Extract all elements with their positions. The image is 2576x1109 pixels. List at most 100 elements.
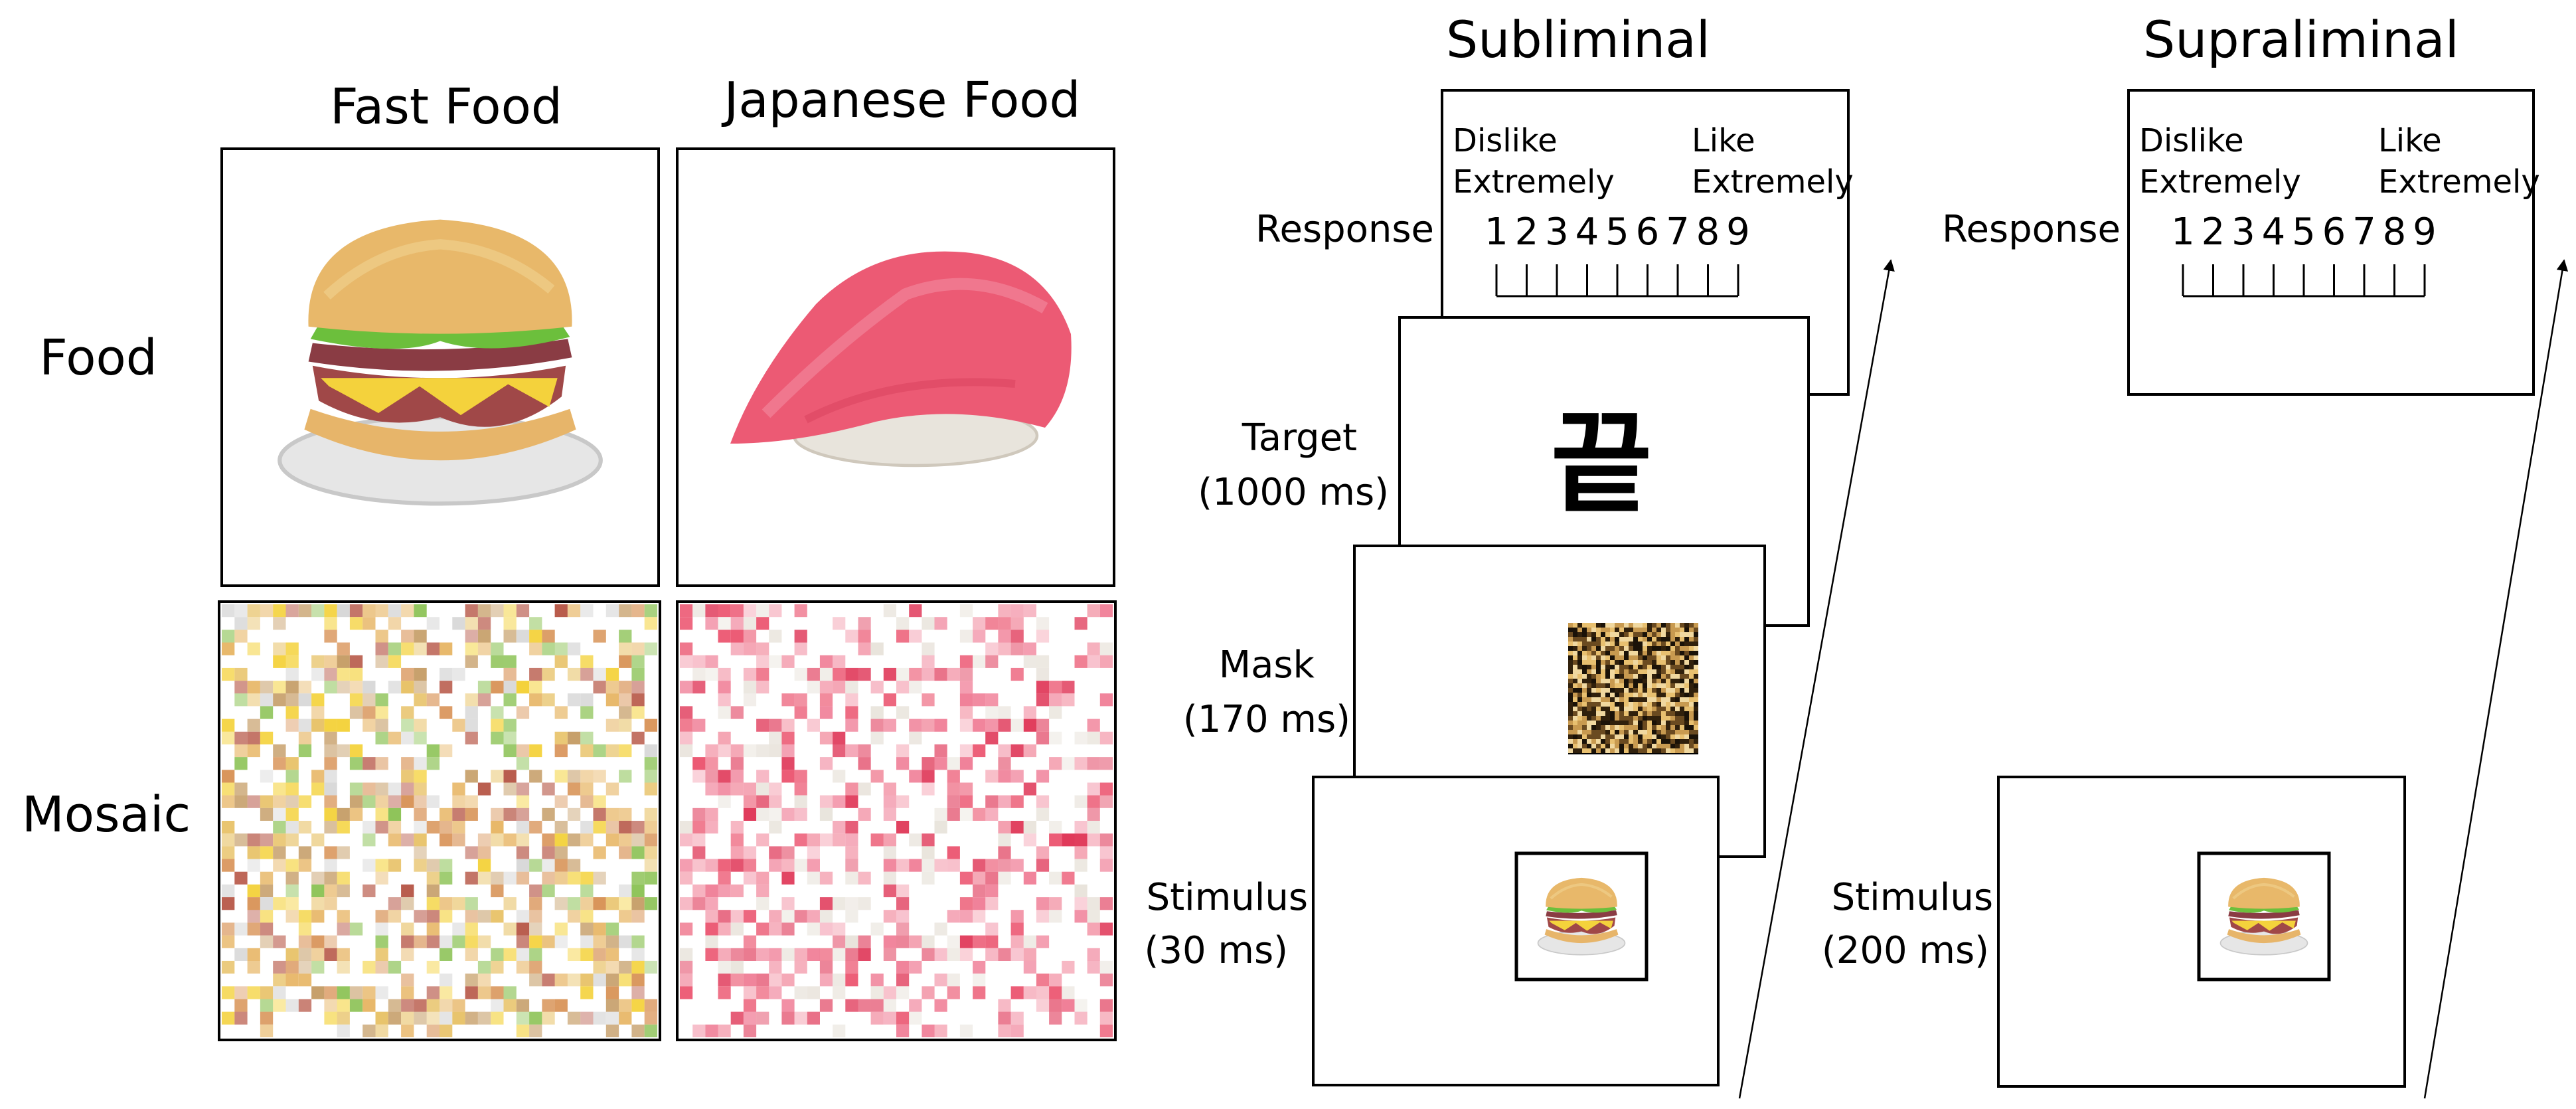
mask-noise-pixel bbox=[1643, 651, 1647, 655]
mask-noise-pixel bbox=[1670, 744, 1675, 748]
mask-noise-pixel bbox=[1684, 688, 1689, 693]
mask-noise-pixel bbox=[1689, 730, 1694, 734]
mosaic-tile bbox=[959, 655, 973, 668]
mosaic-tile bbox=[580, 655, 594, 668]
mosaic-tile bbox=[1010, 910, 1024, 923]
mask-noise-pixel bbox=[1619, 716, 1624, 721]
mask-noise-pixel bbox=[1684, 707, 1689, 711]
mosaic-tile bbox=[1036, 681, 1050, 694]
mosaic-tile bbox=[516, 630, 530, 643]
mosaic-tile bbox=[730, 630, 744, 643]
mosaic-tile bbox=[324, 770, 337, 783]
mask-noise-pixel bbox=[1568, 660, 1573, 665]
mosaic-tile bbox=[503, 782, 517, 796]
mosaic-tile bbox=[388, 808, 402, 821]
mask-noise-pixel bbox=[1647, 679, 1652, 683]
mask-noise-pixel bbox=[1643, 734, 1647, 739]
mosaic-tile bbox=[1010, 935, 1024, 948]
mosaic-tile bbox=[554, 859, 568, 872]
mask-noise-pixel bbox=[1666, 748, 1670, 753]
mosaic-tile bbox=[401, 630, 414, 643]
mosaic-tile bbox=[870, 770, 884, 783]
mask-noise-pixel bbox=[1573, 637, 1577, 641]
mosaic-tile bbox=[692, 1024, 706, 1037]
mosaic-tile bbox=[324, 782, 337, 796]
mosaic-tile bbox=[896, 897, 910, 910]
mosaic-tile bbox=[554, 604, 568, 618]
mask-noise-pixel bbox=[1605, 641, 1610, 646]
mosaic-tile bbox=[567, 897, 581, 910]
mosaic-tile bbox=[554, 833, 568, 847]
mask-noise-pixel bbox=[1601, 632, 1605, 637]
mask-noise-pixel bbox=[1652, 725, 1656, 730]
mosaic-tile bbox=[414, 935, 427, 948]
mosaic-tile bbox=[516, 821, 530, 834]
mosaic-tile bbox=[692, 859, 706, 872]
mask-noise-pixel bbox=[1605, 721, 1610, 725]
mosaic-tile bbox=[730, 770, 744, 783]
mosaic-tile bbox=[1023, 782, 1036, 796]
mosaic-tile bbox=[1010, 1011, 1024, 1025]
mosaic-tile bbox=[743, 681, 757, 694]
mosaic-tile bbox=[298, 744, 312, 758]
mosaic-tile bbox=[1036, 999, 1050, 1012]
mask-noise-pixel bbox=[1670, 739, 1675, 744]
mosaic-tile bbox=[426, 744, 440, 758]
mosaic-tile bbox=[260, 833, 274, 847]
mask-noise-pixel bbox=[1638, 748, 1643, 753]
mask-noise-pixel bbox=[1694, 721, 1698, 725]
mosaic-tile bbox=[1062, 999, 1075, 1012]
mosaic-tile bbox=[605, 744, 619, 758]
mask-noise-pixel bbox=[1684, 632, 1689, 637]
mosaic-tile bbox=[567, 871, 581, 885]
mask-noise-pixel bbox=[1633, 748, 1638, 753]
mosaic-tile bbox=[619, 808, 632, 821]
mask-noise-pixel bbox=[1629, 716, 1633, 721]
mosaic-tile bbox=[718, 770, 731, 783]
mosaic-tile bbox=[273, 757, 286, 770]
mosaic-tile bbox=[680, 986, 693, 999]
mosaic-tile bbox=[819, 808, 833, 821]
mosaic-tile bbox=[311, 897, 325, 910]
mask-noise-pixel bbox=[1601, 646, 1605, 651]
mosaic-tile bbox=[401, 884, 414, 898]
mosaic-tile bbox=[452, 808, 465, 821]
mask-noise-pixel bbox=[1577, 669, 1582, 674]
mosaic-tile bbox=[298, 999, 312, 1012]
mask-noise-pixel bbox=[1675, 739, 1680, 744]
mosaic-tile bbox=[222, 884, 235, 898]
mask-noise-pixel bbox=[1633, 688, 1638, 693]
mosaic-tile bbox=[619, 960, 632, 974]
mosaic-tile bbox=[567, 770, 581, 783]
mosaic-tile bbox=[909, 770, 922, 783]
mosaic-tile bbox=[1099, 960, 1113, 974]
mosaic-tile bbox=[934, 757, 947, 770]
mosaic-tile bbox=[819, 833, 833, 847]
mosaic-tile bbox=[477, 642, 491, 655]
mosaic-tile bbox=[503, 833, 517, 847]
mosaic-tile bbox=[401, 667, 414, 681]
mask-noise-pixel bbox=[1573, 679, 1577, 683]
mosaic-tile bbox=[807, 859, 820, 872]
mask-noise-pixel bbox=[1582, 683, 1587, 688]
mask-noise-pixel bbox=[1661, 730, 1666, 734]
mask-noise-pixel bbox=[1656, 693, 1661, 697]
mosaic-tile bbox=[247, 846, 260, 859]
mask-noise-pixel bbox=[1596, 679, 1601, 683]
mosaic-tile bbox=[529, 974, 542, 987]
mosaic-tile bbox=[833, 974, 846, 987]
mosaic-tile bbox=[285, 884, 299, 898]
mask-noise-pixel bbox=[1568, 637, 1573, 641]
mosaic-tile bbox=[503, 897, 517, 910]
mosaic-tile bbox=[311, 719, 325, 732]
mask-noise-pixel bbox=[1573, 697, 1577, 702]
mask-noise-pixel bbox=[1596, 697, 1601, 702]
mosaic-tile bbox=[833, 897, 846, 910]
mask-noise-pixel bbox=[1619, 730, 1624, 734]
mosaic-tile bbox=[769, 960, 782, 974]
mosaic-tile bbox=[631, 655, 645, 668]
mosaic-tile bbox=[858, 935, 871, 948]
mosaic-tile bbox=[883, 935, 896, 948]
mask-noise-pixel bbox=[1661, 702, 1666, 707]
mosaic-tile bbox=[909, 667, 922, 681]
